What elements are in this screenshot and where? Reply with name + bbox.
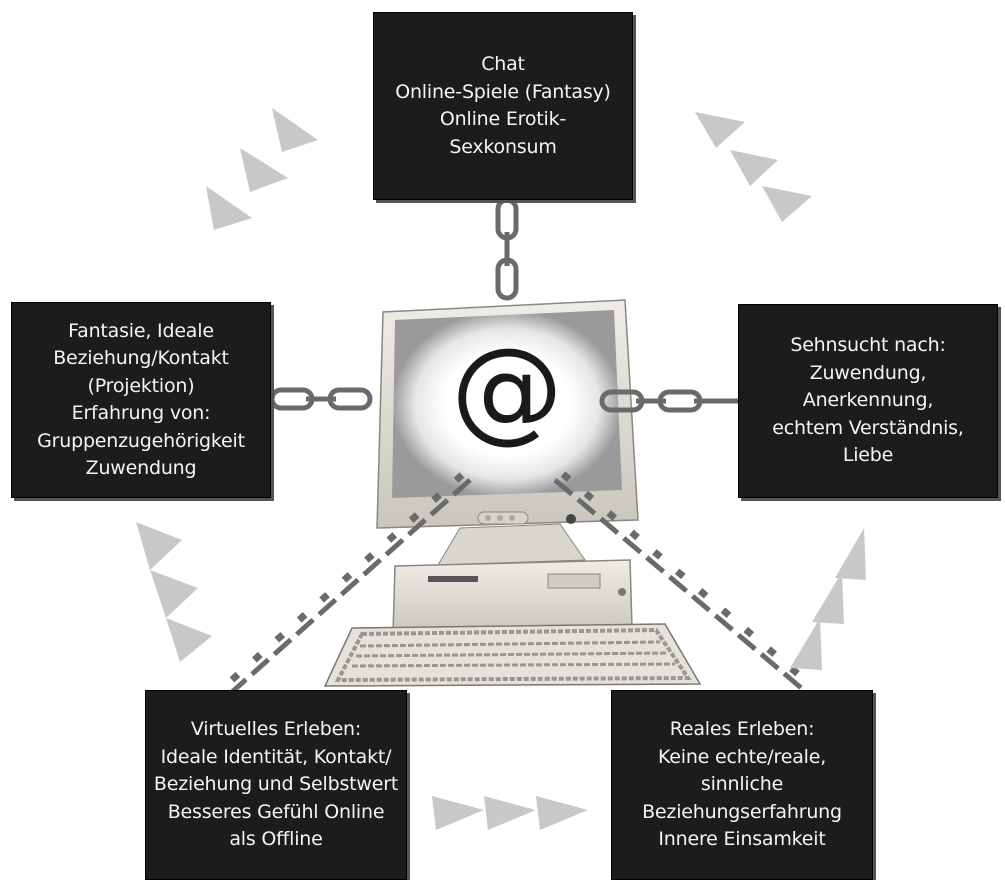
box-line: Anerkennung, <box>802 389 934 412</box>
box-real-experience: Reales Erleben: Keine echte/reale, sinnl… <box>611 690 873 880</box>
box-line: Zuwendung, <box>809 361 927 384</box>
box-line: Beziehung/Kontakt <box>53 347 229 369</box>
box-longing: Sehnsucht nach: Zuwendung, Anerkennung, … <box>738 304 998 498</box>
box-fantasy: Fantasie, Ideale Beziehung/Kontakt (Proj… <box>11 302 271 498</box>
at-sign: @ <box>451 325 563 455</box>
box-line: Sexkonsum <box>449 135 557 158</box>
box-line: sinnliche <box>700 773 784 796</box>
box-virtual-experience: Virtuelles Erleben: Ideale Identität, Ko… <box>145 690 407 880</box>
box-line: (Projektion) <box>87 374 195 397</box>
box-line: Fantasie, Ideale <box>68 319 214 342</box>
box-online-activities: Chat Online-Spiele (Fantasy) Online Erot… <box>373 12 633 200</box>
box-line: Innere Einsamkeit <box>658 828 826 851</box>
box-line: Beziehungserfahrung <box>642 800 842 823</box>
box-line: Online Erotik- <box>439 108 567 130</box>
box-line: Liebe <box>842 444 894 467</box>
box-line: als Offline <box>229 828 323 851</box>
triangle-arrow-icon <box>136 108 866 830</box>
box-line: Besseres Gefühl Online <box>167 800 385 823</box>
computer-monitor-icon <box>376 299 639 566</box>
box-line: Gruppenzugehörigkeit <box>37 429 245 452</box>
box-line: Chat <box>481 53 525 75</box>
box-line: echtem Verständnis, <box>772 416 964 439</box>
box-line: Keine echte/reale, <box>657 745 827 768</box>
box-line: Sehnsucht nach: <box>790 334 946 357</box>
box-line: Online-Spiele (Fantasy) <box>395 80 611 103</box>
box-line: Erfahrung von: <box>71 402 211 424</box>
box-line: Reales Erleben: <box>669 718 815 741</box>
box-line: Beziehung und Selbstwert <box>153 773 399 796</box>
box-line: Virtuelles Erleben: <box>190 718 362 741</box>
chain-icon <box>222 197 815 694</box>
keyboard <box>323 623 702 687</box>
box-line: Zuwendung <box>85 457 197 479</box>
computer-base-unit <box>392 559 633 635</box>
box-line: Ideale Identität, Kontakt/ <box>160 745 392 768</box>
